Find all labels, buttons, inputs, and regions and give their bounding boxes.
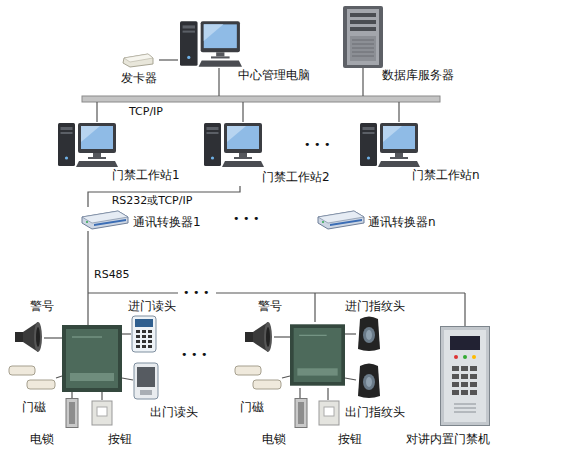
device-wire bbox=[71, 392, 72, 398]
alarm-icon bbox=[15, 322, 42, 352]
device-wire bbox=[299, 388, 300, 398]
device-node: 通讯转换器1 bbox=[78, 207, 203, 233]
device-node: 门磁 bbox=[6, 361, 58, 416]
device-wire bbox=[44, 337, 62, 338]
rs485-wire bbox=[87, 231, 88, 325]
connector-label: RS232或TCP/IP bbox=[111, 194, 194, 207]
annotation-label: RS485 bbox=[93, 268, 131, 281]
device-wire bbox=[345, 378, 356, 380]
annotation-label: TCP/IP bbox=[128, 105, 164, 118]
bus-drop bbox=[362, 68, 363, 96]
rs485-wire bbox=[464, 293, 465, 326]
device-wire bbox=[122, 378, 133, 380]
device-label: 发卡器 bbox=[121, 71, 157, 85]
annotation-label: • • • bbox=[180, 348, 208, 361]
door-magnet-icon bbox=[235, 366, 281, 389]
server-icon bbox=[343, 6, 383, 68]
device-node: 通讯转换器n bbox=[314, 207, 438, 233]
computer-icon bbox=[180, 21, 242, 66]
annotation-label: • • • bbox=[182, 286, 210, 299]
device-node: 发卡器 bbox=[119, 50, 159, 87]
device-label: 出门读头 bbox=[150, 405, 198, 419]
rs485-wire bbox=[216, 292, 465, 293]
device-node: 出门读头 bbox=[131, 360, 200, 421]
controller-box bbox=[290, 324, 345, 385]
connector-line bbox=[159, 59, 178, 60]
device-node: 警号 bbox=[12, 297, 56, 356]
device-node: 警号 bbox=[242, 297, 284, 356]
device-label: 门磁 bbox=[240, 400, 264, 414]
device-node: 中心管理电脑 bbox=[178, 18, 312, 84]
device-label: 通讯转换器n bbox=[368, 215, 436, 229]
device-node: 电锁 bbox=[28, 396, 83, 448]
annotation-label: • • • bbox=[232, 212, 260, 225]
network-bus bbox=[82, 96, 440, 102]
controller-box bbox=[62, 325, 122, 392]
device-node: 门禁工作站1 bbox=[56, 120, 182, 184]
computer-icon bbox=[204, 123, 264, 167]
device-node: 电锁 bbox=[260, 396, 312, 448]
converter-icon bbox=[318, 211, 364, 229]
lock-icon bbox=[295, 399, 307, 428]
device-label: 按钮 bbox=[338, 432, 362, 446]
rs485-wire bbox=[314, 293, 315, 322]
device-node: 进门读头 bbox=[126, 297, 178, 355]
rs485-wire bbox=[88, 292, 178, 293]
button-icon bbox=[319, 401, 339, 425]
device-label: 门禁工作站1 bbox=[112, 168, 180, 182]
device-node: 门禁工作站n bbox=[358, 120, 482, 184]
device-label: 电锁 bbox=[30, 432, 54, 446]
device-node: 出门指纹头 bbox=[343, 360, 407, 421]
device-label: 门禁工作站2 bbox=[262, 170, 330, 184]
device-node: 对讲内置门禁机 bbox=[404, 324, 492, 448]
device-node: 按钮 bbox=[316, 398, 364, 448]
device-wire bbox=[345, 333, 356, 334]
device-wire bbox=[122, 333, 131, 334]
device-label: 中心管理电脑 bbox=[238, 68, 310, 82]
device-label: 门禁工作站n bbox=[412, 168, 480, 182]
device-wire bbox=[282, 376, 290, 378]
device-label: 按钮 bbox=[108, 432, 132, 446]
lock-icon bbox=[66, 399, 78, 428]
fingerprint-icon bbox=[358, 364, 380, 399]
device-label: 进门读头 bbox=[128, 299, 176, 313]
computer-icon bbox=[360, 123, 420, 167]
device-node: 按钮 bbox=[89, 398, 134, 448]
computer-icon bbox=[58, 123, 118, 167]
bus-drop bbox=[218, 68, 219, 96]
device-label: 电锁 bbox=[262, 432, 286, 446]
door-magnet-icon bbox=[9, 366, 55, 389]
annotation-label: • • • bbox=[303, 138, 331, 151]
device-label: 通讯转换器1 bbox=[133, 215, 201, 229]
reader-icon bbox=[132, 316, 156, 352]
converter-icon bbox=[82, 211, 128, 229]
device-node: 数据库服务器 bbox=[341, 4, 456, 84]
fingerprint-icon bbox=[358, 317, 380, 352]
alarm-icon bbox=[245, 322, 272, 352]
button-icon bbox=[92, 401, 112, 425]
device-label: 警号 bbox=[30, 299, 54, 313]
device-node: 门禁工作站2 bbox=[202, 120, 332, 186]
device-label: 警号 bbox=[258, 299, 282, 313]
device-label: 进门指纹头 bbox=[345, 299, 405, 313]
connector-line bbox=[88, 186, 240, 207]
reader-icon bbox=[134, 363, 158, 399]
device-label: 门磁 bbox=[22, 400, 46, 414]
device-wire bbox=[101, 392, 102, 400]
device-wire bbox=[327, 388, 328, 400]
bus-drop bbox=[398, 102, 399, 122]
device-node: 门磁 bbox=[232, 361, 284, 416]
card-issuer-icon bbox=[123, 54, 153, 67]
bus-drop bbox=[96, 102, 97, 122]
interphone-icon bbox=[441, 327, 490, 426]
device-label: 对讲内置门禁机 bbox=[406, 432, 490, 446]
device-wire bbox=[56, 376, 62, 378]
device-label: 出门指纹头 bbox=[345, 405, 405, 419]
device-wire bbox=[274, 336, 290, 337]
bus-drop bbox=[242, 102, 243, 122]
device-node: 进门指纹头 bbox=[343, 297, 407, 355]
device-label: 数据库服务器 bbox=[382, 68, 454, 82]
